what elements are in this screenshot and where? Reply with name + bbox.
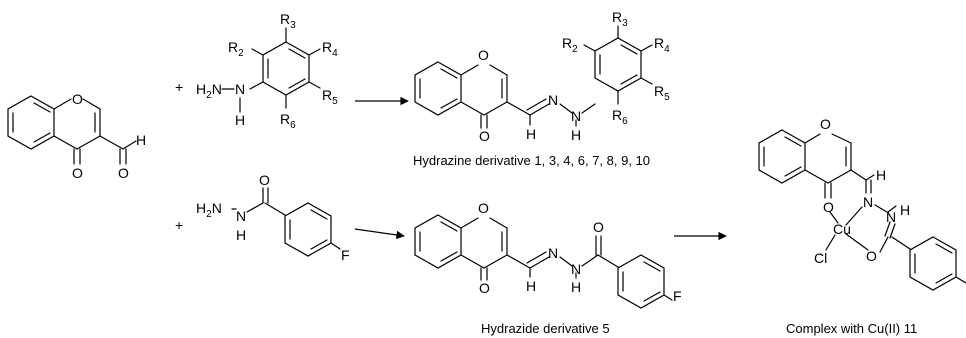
hydrazine-nh-n-label: N <box>235 81 245 97</box>
hydrazide-product-carbonyl-o: O <box>593 219 604 235</box>
hydrazide-product-ch-hydrogen: H <box>526 278 536 294</box>
caption-copper-complex: Complex with Cu(II) 11 <box>786 321 917 336</box>
caption-hydrazine-derivatives: Hydrazine derivative 1, 3, 4, 6, 7, 8, 9… <box>413 153 650 168</box>
r4-label: R4 <box>322 39 338 59</box>
hydrazide-product-amide-h: H <box>571 279 581 295</box>
hydrazone-r4-label: R4 <box>654 35 670 55</box>
hydrazide-product-fluorine: F <box>673 288 682 304</box>
r2-label: R2 <box>228 39 244 59</box>
hydrazone-ketone-oxygen: O <box>479 128 490 144</box>
hydrazide-product-ketone-oxygen: O <box>479 280 490 296</box>
ketone-oxygen-label: O <box>72 165 83 181</box>
complex-imine-n: N <box>863 194 873 210</box>
hydrazone-r6-label: R6 <box>612 107 628 127</box>
complex-ch-hydrogen: H <box>876 167 886 183</box>
plus-sign-1: + <box>175 79 183 95</box>
product-hydrazone: O O H N N H R3 R2 R4 R5 R6 <box>414 9 670 144</box>
hydrazone-amine-h: H <box>571 127 581 143</box>
hydrazone-amine-n: N <box>571 108 581 124</box>
complex-copper-label: Cu <box>833 221 851 237</box>
hydrazide-nh-h-label: H <box>236 227 246 243</box>
r6-label: R6 <box>280 111 296 131</box>
hydrazide-h2n-label: H2N <box>196 200 222 220</box>
hydrazone-ring-oxygen: O <box>478 47 489 63</box>
ring-oxygen-label: O <box>72 91 83 107</box>
aldehyde-hydrogen-label: H <box>136 132 146 148</box>
hydrazine-nh-h-label: H <box>235 112 245 128</box>
complex-ring-oxygen: O <box>820 116 831 132</box>
copper-complex: O O H N N H Cu Cl O <box>758 116 966 291</box>
complex-amide-n: N <box>886 209 896 225</box>
complex-chloride-label: Cl <box>814 250 827 266</box>
plus-sign-2: + <box>175 217 183 233</box>
hydrazone-r3-label: R3 <box>612 9 628 29</box>
hydrazide-product-amide-n: N <box>571 261 581 277</box>
hydrazide-carbonyl-oxygen: O <box>259 172 270 188</box>
hydrazone-r2-label: R2 <box>562 35 578 55</box>
starting-chromone-aldehyde: O O O H <box>7 91 146 181</box>
h2n-label: H2N <box>196 81 222 101</box>
complex-coordinated-oxygen: O <box>866 248 877 264</box>
reaction-arrow-2 <box>354 228 405 240</box>
hydrazide-product-imine-n: N <box>548 245 558 261</box>
reagent-fluorobenzohydrazide: H2N N H O F <box>196 172 350 263</box>
product-hydrazide: O O H N N H O F <box>414 200 682 309</box>
hydrazone-imine-n: N <box>548 92 558 108</box>
reagent-phenylhydrazine: R3 R2 R4 R5 R6 H2N N H <box>196 11 338 131</box>
hydrazide-nh-n-label: N <box>236 208 246 224</box>
r3-label: R3 <box>280 11 296 31</box>
hydrazone-r5-label: R5 <box>654 83 670 103</box>
r5-label: R5 <box>322 87 338 107</box>
hydrazone-ch-hydrogen: H <box>526 126 536 142</box>
complex-amide-h: H <box>900 202 910 218</box>
caption-hydrazide-derivative: Hydrazide derivative 5 <box>481 321 610 336</box>
hydrazide-product-ring-oxygen: O <box>478 200 489 216</box>
hydrazide-fluorine-label: F <box>341 247 350 263</box>
aldehyde-oxygen-label: O <box>118 165 129 181</box>
complex-ketone-oxygen: O <box>823 199 834 215</box>
